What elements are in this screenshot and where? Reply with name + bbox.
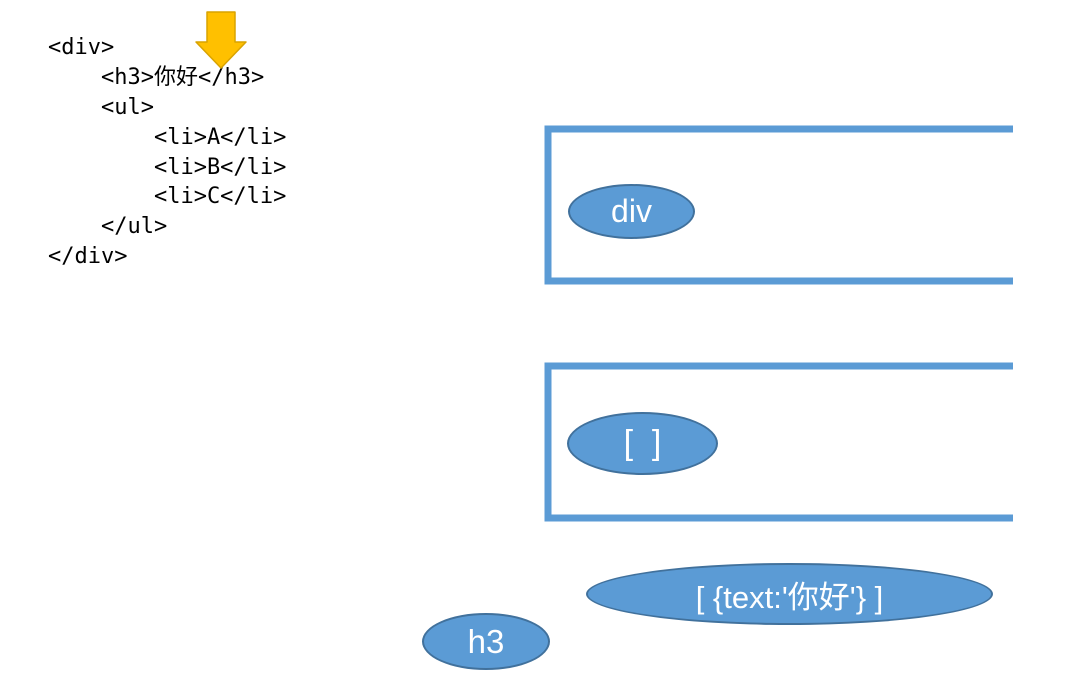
code-line-li-b: <li>B</li> xyxy=(48,154,287,180)
code-line-li-c: <li>C</li> xyxy=(48,184,287,210)
node-text-children-label: [ {text:'你好'} ] xyxy=(695,579,884,615)
code-line-li-a: <li>A</li> xyxy=(48,124,287,150)
code-line-ul-close: </ul> xyxy=(48,214,168,240)
node-text-children: [ {text:'你好'} ] xyxy=(586,563,993,625)
code-line-h3: <h3>你好</h3> xyxy=(48,64,265,90)
stack-frame-top xyxy=(544,125,1013,285)
node-div: div xyxy=(568,184,695,239)
code-line-div-open: <div> xyxy=(48,35,115,60)
node-div-label: div xyxy=(611,193,652,229)
code-line-div-close: </div> xyxy=(48,244,128,270)
code-line-ul-open: <ul> xyxy=(48,94,154,120)
node-h3: h3 xyxy=(422,613,550,670)
stack-frame-bottom xyxy=(544,362,1013,522)
arrow-down-icon xyxy=(195,11,247,69)
code-block: <div> <h3>你好</h3> <ul> <li>A</li> <li>B<… xyxy=(48,33,286,272)
node-h3-label: h3 xyxy=(467,622,505,660)
node-children-array-label: [ ] xyxy=(623,424,662,462)
node-children-array: [ ] xyxy=(567,412,718,475)
